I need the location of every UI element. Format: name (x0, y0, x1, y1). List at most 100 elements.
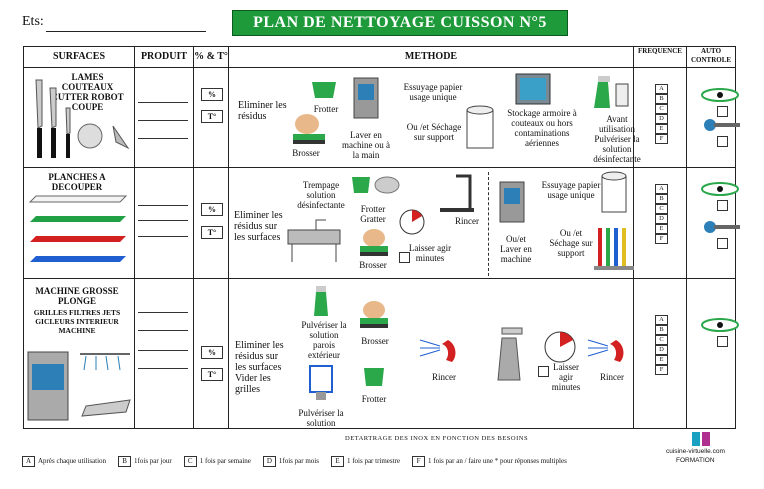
r3-pulveriser: Pulvériser la solution parois extérieur (301, 320, 347, 360)
dishwasher-machine-illustration (27, 351, 131, 421)
rinse-spray-icon (419, 339, 456, 362)
r3-frotter: Frotter (361, 394, 387, 404)
brush-hand-icon-3 (360, 301, 388, 328)
r3-eliminer: Eliminer les résidus sur les surfaces Vi… (235, 340, 284, 395)
check-r1a[interactable] (717, 106, 728, 117)
legend-key: E (330, 456, 344, 467)
col-produit: PRODUIT (134, 46, 194, 68)
r2-frotter: Frotter Gratter (360, 204, 386, 224)
freq-box-a[interactable]: A (655, 84, 668, 94)
r1-brosser: Brosser (292, 148, 320, 158)
timer-icon (399, 209, 425, 235)
surface-machine-sub: GRILLES FILTRES JETS GICLEURS INTERIEUR … (33, 308, 121, 335)
r1-sechage: Ou /et Séchage sur support (406, 122, 462, 142)
col-auto: AUTO CONTROLE (686, 46, 736, 68)
degreaser-spray-icon (497, 327, 523, 381)
legend-key: F (412, 456, 426, 467)
freq-box-c[interactable]: C (655, 104, 668, 114)
r3-rincer2: Rincer (600, 372, 624, 382)
freq-box-f[interactable]: F (655, 234, 668, 244)
temp-box-r2[interactable]: T° (201, 226, 223, 239)
freq-box-b[interactable]: B (655, 94, 668, 104)
freq-box-f[interactable]: F (655, 365, 668, 375)
legend-key: C (183, 456, 197, 467)
atp-swab-icon-r2 (704, 221, 740, 233)
brush-hand-icon-2 (360, 229, 388, 256)
dispenser-icon (309, 365, 333, 400)
r3-minutes-box[interactable] (538, 366, 549, 377)
r1-avant: Avant utilisation Pulvériser la solution… (593, 114, 641, 164)
col-methode: METHODE (228, 46, 634, 68)
r3-laisser: Laisser agir minutes (551, 362, 581, 392)
check-r1b[interactable] (717, 136, 728, 147)
brand-formation: FORMATION (676, 457, 715, 464)
surface-machine: MACHINE GROSSE PLONGE (35, 286, 119, 306)
r2-laver: Ou/et Laver en machine (500, 234, 532, 264)
r2-minutes-box[interactable] (399, 252, 410, 263)
rinse-spray-icon-2 (587, 339, 624, 362)
col-pct: % & T° (193, 46, 229, 68)
r1-essuyage: Essuyage papier usage unique (403, 82, 463, 102)
pct-box-r1[interactable]: % (201, 88, 223, 101)
r1-eliminer: Eliminer les résidus (238, 100, 287, 122)
r2-trempage: Trempage solution désinfectante (297, 180, 345, 210)
freq-box-b[interactable]: B (655, 325, 668, 335)
freq-box-f[interactable]: F (655, 134, 668, 144)
ets-label: Ets: (22, 14, 44, 29)
r1-laver: Laver en machine ou à la main (342, 130, 390, 160)
check-r2a[interactable] (717, 200, 728, 211)
surface-lames: LAMES COUTEAUX CUTTER ROBOT COUPE (51, 72, 124, 112)
spray-bottle-icon (594, 76, 629, 108)
freq-box-d[interactable]: D (655, 214, 668, 224)
legend-text: 1fois par jour (134, 457, 172, 466)
legend-text: 1 fois par trimestre (346, 457, 401, 466)
brush-hand-icon (293, 114, 325, 144)
legend-text: 1fois par mois (278, 457, 319, 466)
freq-box-e[interactable]: E (655, 124, 668, 134)
dishwasher-icon (353, 77, 379, 119)
cloth-icon-3 (364, 368, 384, 386)
check-r2b[interactable] (717, 238, 728, 249)
brand-logo (692, 432, 710, 451)
temp-box-r3[interactable]: T° (201, 368, 223, 381)
col-surfaces: SURFACES (23, 46, 135, 68)
legend-key: B (118, 456, 132, 467)
knife-cabinet-icon (515, 73, 551, 105)
pct-box-r2[interactable]: % (201, 203, 223, 216)
dishwasher-icon-2 (499, 181, 525, 223)
freq-box-c[interactable]: C (655, 335, 668, 345)
eye-icon-r3 (701, 318, 739, 332)
brand-site: cuisine-virtuelle.com (666, 448, 725, 455)
legend-text: 1 fois par an / faire une * pour réponse… (428, 457, 567, 466)
freq-box-d[interactable]: D (655, 345, 668, 355)
pct-box-r3[interactable]: % (201, 346, 223, 359)
freq-box-b[interactable]: B (655, 194, 668, 204)
legend-key: D (262, 456, 276, 467)
r2-laisser: Laisser agir minutes (408, 243, 452, 263)
cutting-boards-illustration (28, 195, 128, 262)
detartrage-note: DETARTRAGE DES INOX EN FONCTION DES BESO… (345, 435, 529, 442)
freq-box-a[interactable]: A (655, 184, 668, 194)
r1-stockage: Stockage armoire à couteaux ou hors cont… (507, 108, 577, 148)
paper-roll-icon (466, 105, 494, 149)
r2-essuyage: Essuyage papier usage unique (541, 180, 601, 200)
r3-rincer: Rincer (432, 372, 456, 382)
eye-icon-r2 (701, 182, 739, 196)
freq-box-a[interactable]: A (655, 315, 668, 325)
ets-field[interactable] (46, 31, 206, 32)
freq-box-e[interactable]: E (655, 355, 668, 365)
temp-box-r1[interactable]: T° (201, 110, 223, 123)
freq-box-d[interactable]: D (655, 114, 668, 124)
col-frequence: FREQUENCE (633, 46, 687, 68)
check-r3[interactable] (717, 336, 728, 347)
atp-swab-icon-r1 (704, 119, 740, 131)
freq-box-e[interactable]: E (655, 224, 668, 234)
scourer-icon (374, 176, 400, 194)
freq-box-c[interactable]: C (655, 204, 668, 214)
